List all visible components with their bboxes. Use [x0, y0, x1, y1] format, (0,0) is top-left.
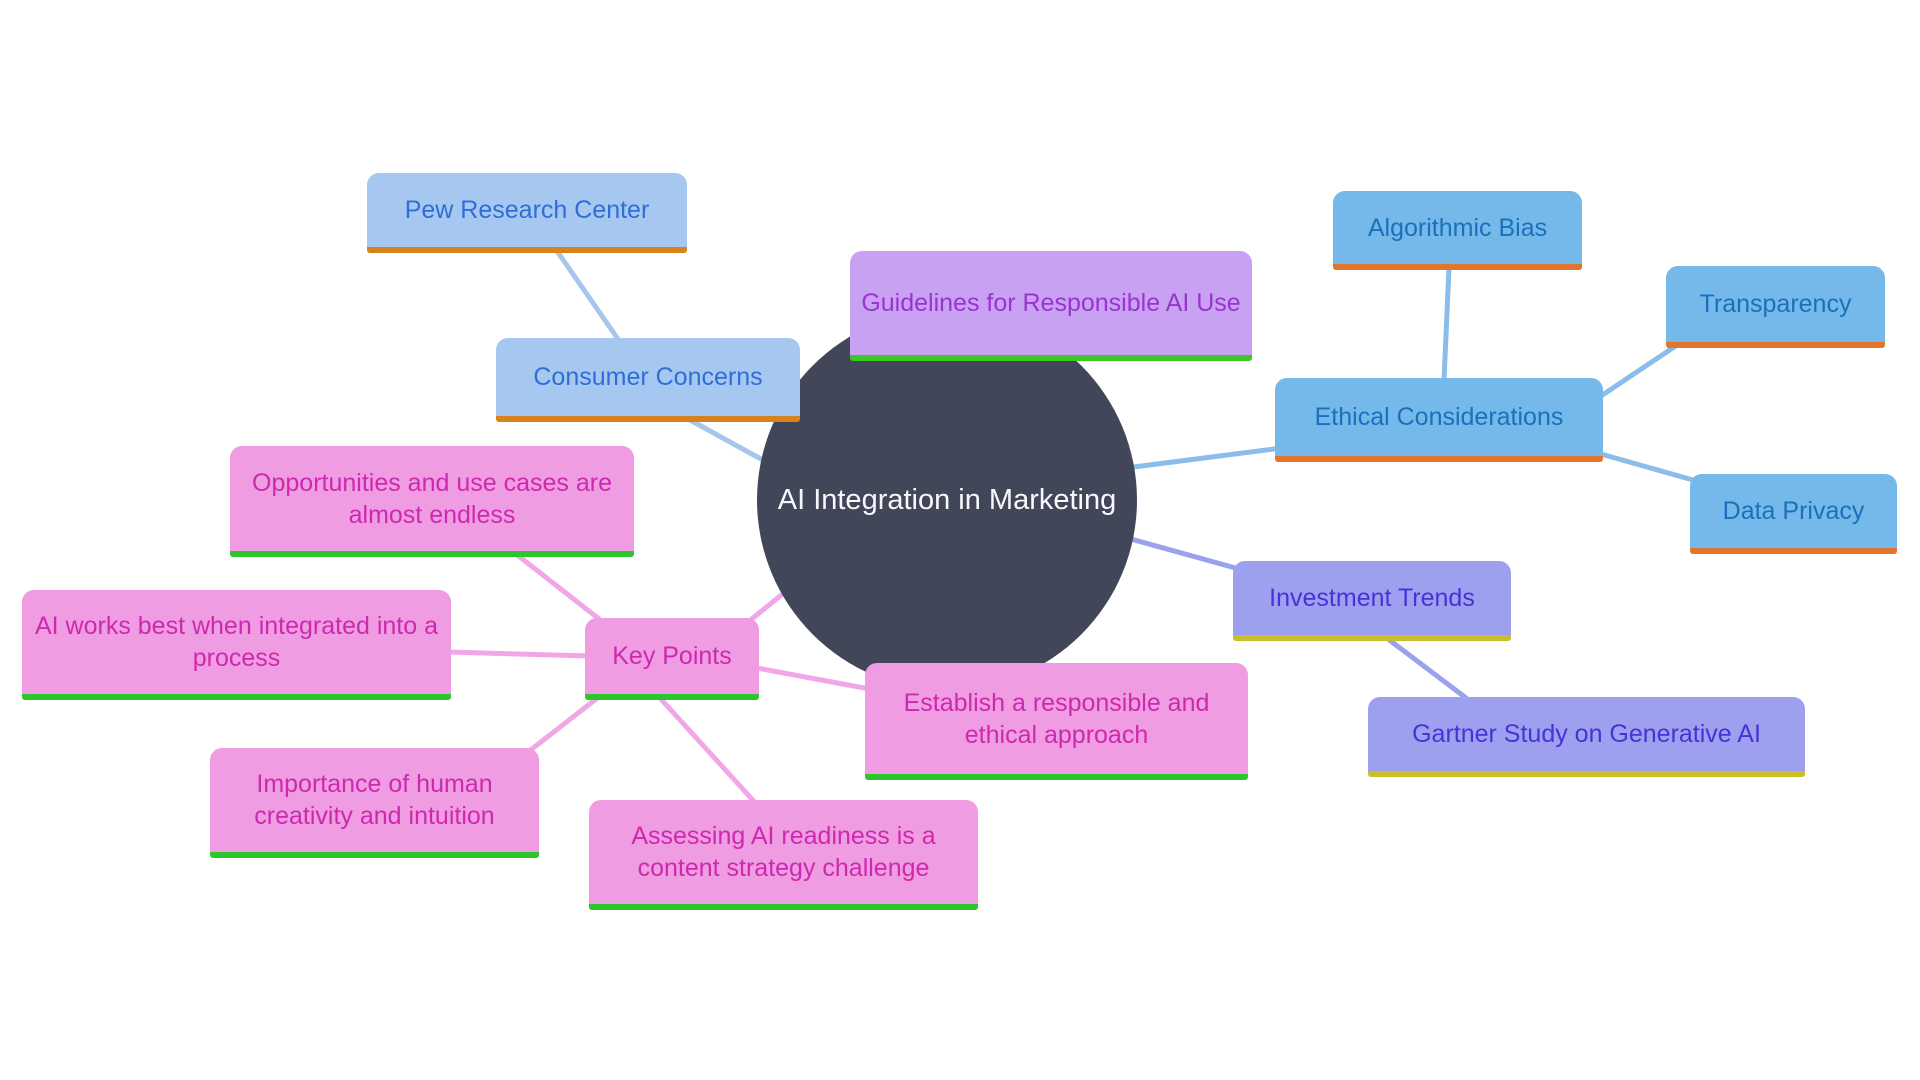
node-assessing-ai-readiness[interactable]: Assessing AI readiness is a content stra… [589, 800, 978, 910]
edge-ethical-dataprivacy [1591, 449, 1703, 485]
node-opportunities-use-cases[interactable]: Opportunities and use cases are almost e… [230, 446, 634, 557]
edge-keypoints-opportunities [513, 551, 611, 629]
node-importance-human-creativity[interactable]: Importance of human creativity and intui… [210, 748, 539, 858]
node-label: Gartner Study on Generative AI [1412, 720, 1761, 748]
node-label: AI works best when integrated into a pro… [34, 612, 438, 672]
edge-keypoints-importance [525, 693, 603, 755]
edge-center-ethical [1123, 445, 1285, 471]
node-label: Investment Trends [1269, 584, 1475, 612]
node-label: Pew Research Center [404, 196, 650, 224]
node-label: Transparency [1699, 290, 1852, 318]
node-label: Establish a responsible and ethical appr… [903, 688, 1210, 749]
node-label: Guidelines for Responsible AI Use [861, 289, 1241, 317]
center-node-label: AI Integration in Marketing [777, 483, 1117, 516]
edge-keypoints-aiworks [445, 649, 593, 659]
node-pew-research-center[interactable]: Pew Research Center [367, 173, 687, 253]
node-investment-trends[interactable]: Investment Trends [1233, 561, 1511, 641]
node-algorithmic-bias[interactable]: Algorithmic Bias [1333, 191, 1582, 270]
node-label: Ethical Considerations [1314, 403, 1564, 431]
node-label: Algorithmic Bias [1367, 213, 1548, 242]
node-label: Consumer Concerns [533, 363, 763, 391]
edge-center-investment [1117, 533, 1253, 575]
node-ai-works-best-in-process[interactable]: AI works best when integrated into a pro… [22, 590, 451, 700]
node-label: Data Privacy [1722, 497, 1865, 525]
node-guidelines-responsible-ai-use[interactable]: Guidelines for Responsible AI Use [850, 251, 1252, 361]
center-node[interactable]: AI Integration in Marketing [757, 310, 1137, 690]
node-key-points[interactable]: Key Points [585, 618, 759, 700]
edge-ethical-transparency [1595, 340, 1683, 401]
node-label: Opportunities and use cases are almost e… [252, 468, 612, 529]
node-label: Importance of human creativity and intui… [254, 770, 495, 830]
node-label: Key Points [612, 642, 732, 670]
edge-keypoints-assessing [657, 695, 763, 811]
edge-investment-gartner [1385, 636, 1477, 707]
node-ethical-considerations[interactable]: Ethical Considerations [1275, 378, 1603, 462]
node-transparency[interactable]: Transparency [1666, 266, 1885, 348]
edge-pew-consumer [554, 248, 623, 345]
edge-ethical-algorithmic [1441, 265, 1452, 383]
edge-keypoints-establish [754, 665, 878, 693]
node-label: Assessing AI readiness is a content stra… [631, 822, 936, 882]
node-establish-ethical-approach[interactable]: Establish a responsible and ethical appr… [865, 663, 1248, 780]
node-gartner-study-generative-ai[interactable]: Gartner Study on Generative AI [1368, 697, 1805, 777]
node-data-privacy[interactable]: Data Privacy [1690, 474, 1897, 554]
node-consumer-concerns[interactable]: Consumer Concerns [496, 338, 800, 422]
